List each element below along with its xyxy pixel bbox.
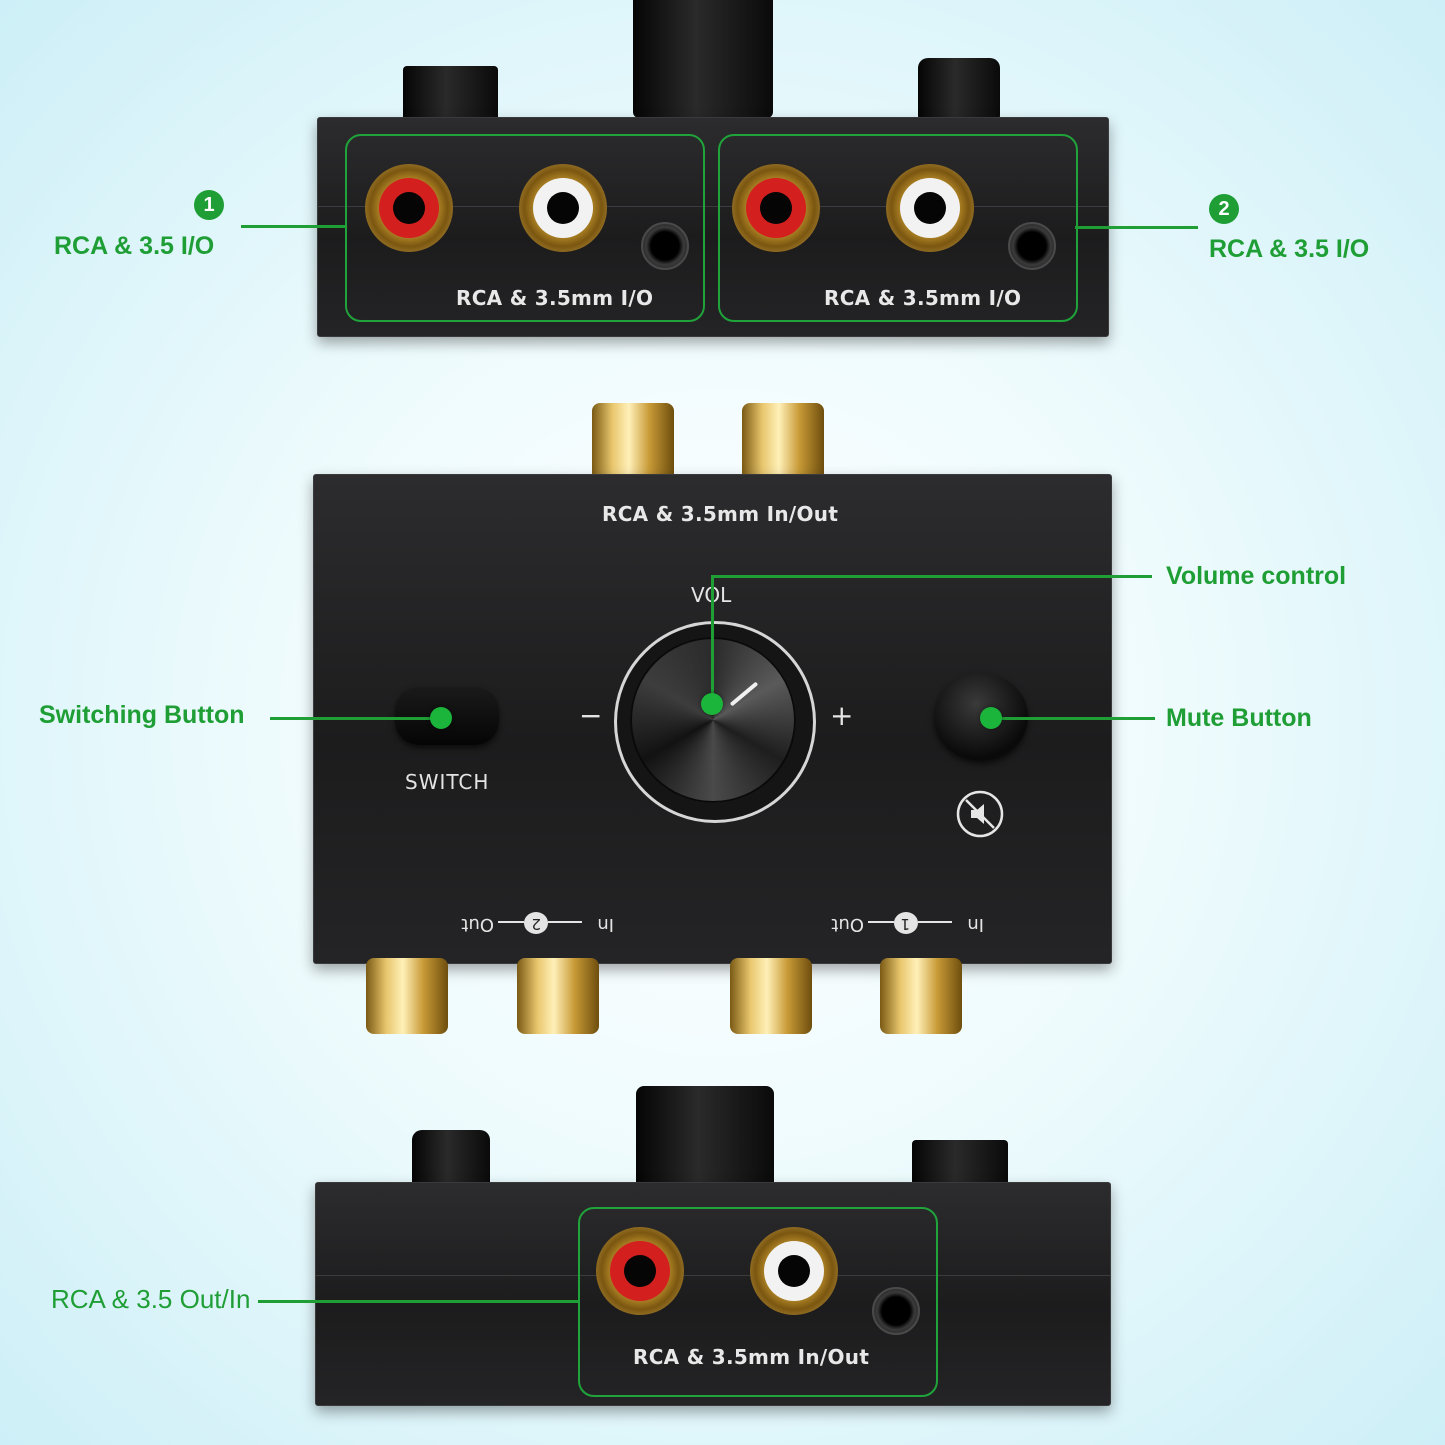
port-1-marking: In 1 Out: [824, 907, 984, 937]
port-group-1-label: RCA & 3.5mm I/O: [456, 286, 654, 310]
switch-callout-line: [270, 717, 440, 720]
port-2-marking: In 2 Out: [454, 907, 614, 937]
switch-label: SWITCH: [405, 770, 490, 794]
callout-mute-button: Mute Button: [1166, 704, 1312, 732]
gold-rca-plug-top-left: [592, 403, 674, 481]
port-2-number: 2: [531, 915, 541, 933]
callout-badge-2: 2: [1209, 194, 1239, 224]
panel-seam: [316, 1275, 1110, 1276]
callout-volume-control: Volume control: [1166, 562, 1347, 590]
audio-jack-35-2: [1008, 222, 1056, 270]
gold-rca-plug-bottom-3: [730, 958, 812, 1034]
audio-jack-35-bottom: [872, 1287, 920, 1335]
audio-jack-35-1: [641, 222, 689, 270]
bottom-port-group-frame: [578, 1207, 938, 1397]
gold-rca-plug-top-right: [742, 403, 824, 481]
mute-callout-dot: [980, 707, 1002, 729]
top-device-rear-panel: RCA & 3.5mm I/O RCA & 3.5mm I/O: [317, 117, 1109, 337]
callout-rca-io-1: RCA & 3.5 I/O: [54, 232, 215, 260]
rca-white-jack-1: [519, 164, 607, 252]
callout-rca-io-2: RCA & 3.5 I/O: [1209, 235, 1370, 263]
gold-rca-plug-bottom-2: [517, 958, 599, 1034]
callout-switching-button: Switching Button: [39, 701, 245, 729]
panel-seam: [318, 206, 1108, 207]
volume-knob-indicator: [729, 681, 759, 707]
gold-rca-plug-bottom-1: [366, 958, 448, 1034]
port-2-line-right: [498, 921, 524, 923]
port-2-in-label: In: [597, 914, 614, 935]
callout-line-2: [1075, 226, 1198, 229]
switch-callout-dot: [430, 707, 452, 729]
callout-rca-out-in: RCA & 3.5 Out/In: [51, 1284, 251, 1314]
bottom-device-volume-shaft: [636, 1086, 774, 1186]
port-1-number: 1: [900, 915, 910, 933]
top-device-mute-cap: [918, 58, 1000, 120]
bottom-device-mute-cap: [412, 1130, 490, 1186]
top-device-volume-shaft: [633, 0, 773, 118]
volume-callout-line-h: [712, 575, 1152, 578]
top-device: RCA & 3.5mm I/O RCA & 3.5mm I/O: [0, 0, 1445, 345]
front-top-port-label: RCA & 3.5mm In/Out: [602, 502, 839, 526]
port-2-line-left: [548, 921, 582, 923]
front-device-face: RCA & 3.5mm In/Out VOL − + SWITCH In 2 O…: [313, 474, 1112, 964]
top-device-switch-cap: [403, 66, 498, 122]
bottom-callout-line: [258, 1300, 578, 1303]
rca-red-jack-2: [732, 164, 820, 252]
port-2-out-label: Out: [461, 914, 494, 935]
callout-line-1: [241, 225, 345, 228]
port-1-in-label: In: [967, 914, 984, 935]
gold-rca-plug-bottom-4: [880, 958, 962, 1034]
volume-minus-label: −: [579, 699, 603, 732]
callout-badge-1: 1: [194, 190, 224, 220]
port-1-line-left: [918, 921, 952, 923]
volume-callout-dot: [701, 693, 723, 715]
bottom-device-rear-panel: RCA & 3.5mm In/Out: [315, 1182, 1111, 1406]
rca-red-jack-1: [365, 164, 453, 252]
rca-white-jack-bottom: [750, 1227, 838, 1315]
port-group-1-frame: [345, 134, 705, 322]
rca-red-jack-bottom: [596, 1227, 684, 1315]
port-1-out-label: Out: [831, 914, 864, 935]
port-group-2-label: RCA & 3.5mm I/O: [824, 286, 1022, 310]
volume-callout-line-v: [711, 575, 714, 705]
port-1-line-right: [868, 921, 894, 923]
rca-white-jack-2: [886, 164, 974, 252]
speaker-mute-icon: [956, 790, 1004, 838]
mute-callout-line: [993, 717, 1155, 720]
bottom-port-group-label: RCA & 3.5mm In/Out: [633, 1345, 870, 1369]
volume-plus-label: +: [830, 699, 854, 732]
bottom-device-switch-cap: [912, 1140, 1008, 1186]
